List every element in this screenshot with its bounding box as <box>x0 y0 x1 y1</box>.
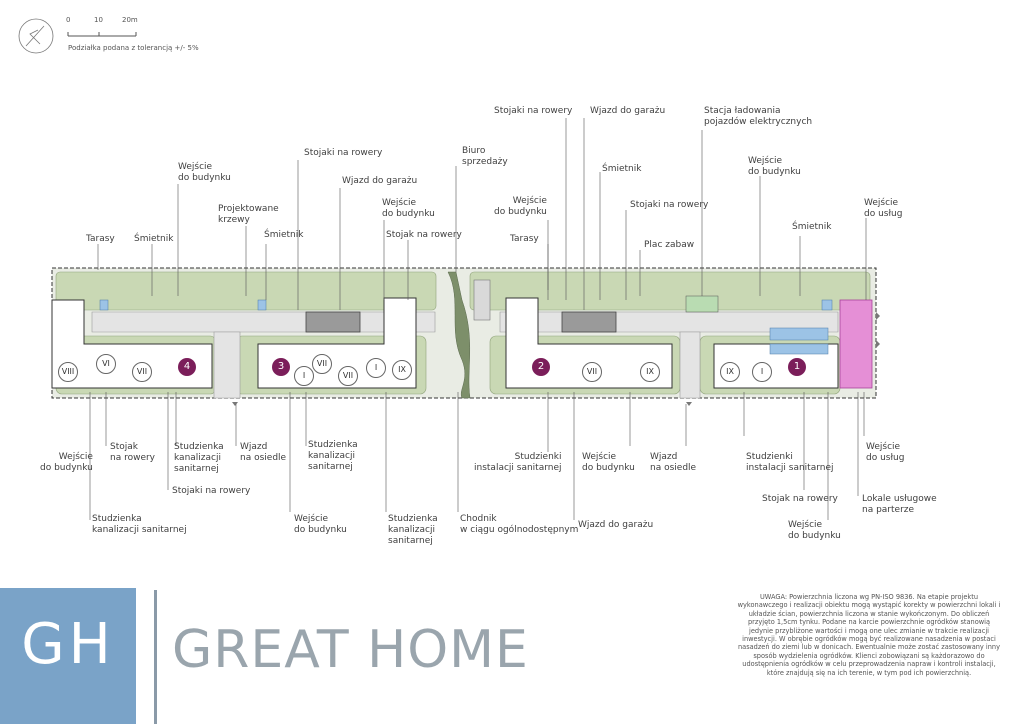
building-number-1: 1 <box>788 358 806 376</box>
label-plac-zabaw: Plac zabaw <box>644 240 695 250</box>
section-marker: I <box>752 362 772 382</box>
label-studzienki-instalacji: Studzienki instalacji sanitarnej <box>746 452 834 473</box>
label-wejscie-do-budynku: Wejście do budynku <box>382 198 435 219</box>
section-marker: VII <box>312 354 332 374</box>
section-marker: I <box>294 366 314 386</box>
section-marker: IX <box>640 362 660 382</box>
label-stojak-na-rowery: Stojak na rowery <box>110 442 156 463</box>
label-studzienka-kanalizacji: Studzienka kanalizacji sanitarnej <box>92 514 187 535</box>
scale-bar <box>67 32 137 37</box>
label-studzienka-kanalizacji: Studzienka kanalizacji sanitarnej <box>174 442 224 474</box>
label-smietnik: Śmietnik <box>134 234 174 244</box>
label-studzienka-kanalizacji: Studzienka kanalizacji sanitarnej <box>388 514 438 546</box>
playground <box>685 295 719 313</box>
label-stojak-na-rowery: Stojak na rowery <box>762 494 838 504</box>
section-marker: VIII <box>58 362 78 382</box>
section-marker: I <box>366 358 386 378</box>
section-marker: IX <box>392 360 412 380</box>
label-smietnik: Śmietnik <box>264 230 304 240</box>
label-wejscie-do-uslug: Wejście do usług <box>866 442 905 463</box>
section-marker: VII <box>132 362 152 382</box>
label-wejscie-do-budynku: Wejście do budynku <box>178 162 231 183</box>
label-wjazd-na-osiedle: Wjazd na osiedle <box>240 442 287 463</box>
label-wejscie-do-budynku: Wejście do budynku <box>40 452 93 473</box>
brand-logo-box <box>0 588 136 724</box>
label-wjazd-do-garazu: Wjazd do garażu <box>578 520 654 530</box>
brand-name: GREAT HOME <box>172 620 529 680</box>
label-chodnik: Chodnik w ciągu ogólnodostępnym <box>460 514 579 535</box>
label-studzienka-kanalizacji: Studzienka kanalizacji sanitarnej <box>308 440 358 472</box>
north-arrow-icon <box>18 18 54 54</box>
label-smietnik: Śmietnik <box>792 222 832 232</box>
label-stojaki-na-rowery: Stojaki na rowery <box>172 486 251 496</box>
label-stojaki-na-rowery: Stojaki na rowery <box>494 106 573 116</box>
scale-tick-0: 0 <box>66 16 71 24</box>
section-marker: VII <box>582 362 602 382</box>
label-wjazd-na-osiedle: Wjazd na osiedle <box>650 452 697 473</box>
label-wejscie-do-budynku: Wejście do budynku <box>494 196 547 217</box>
label-projektowane-krzewy: Projektowane krzewy <box>218 204 279 225</box>
label-studzienki-instalacji: Studzienki instalacji sanitarnej <box>474 452 562 473</box>
garage-ramp-2 <box>561 311 617 333</box>
brand-logo: GH <box>21 612 115 677</box>
building-number-4: 4 <box>178 358 196 376</box>
label-wjazd-do-garazu: Wjazd do garażu <box>590 106 666 116</box>
scale-note: Podziałka podana z tolerancją +/- 5% <box>68 44 199 52</box>
scale-tick-20: 20m <box>122 16 138 24</box>
service-area <box>839 299 873 389</box>
label-stojaki-na-rowery: Stojaki na rowery <box>630 200 709 210</box>
site-plan <box>18 18 880 520</box>
building-number-2: 2 <box>532 358 550 376</box>
label-wejscie-do-budynku: Wejście do budynku <box>582 452 635 473</box>
label-wejscie-do-uslug: Wejście do usług <box>864 198 903 219</box>
garage-ramp-1 <box>305 311 361 333</box>
label-wjazd-do-garazu: Wjazd do garażu <box>342 176 418 186</box>
disclaimer-note: UWAGA: Powierzchnia liczona wg PN-ISO 98… <box>737 593 1001 677</box>
section-marker: VI <box>96 354 116 374</box>
section-marker: IX <box>720 362 740 382</box>
label-biuro-sprzedazy: Biuro sprzedaży <box>462 146 508 167</box>
building-number-3: 3 <box>272 358 290 376</box>
label-smietnik: Śmietnik <box>602 164 642 174</box>
label-wejscie-do-budynku: Wejście do budynku <box>788 520 841 541</box>
label-tarasy: Tarasy <box>510 234 539 244</box>
brand-divider <box>154 590 157 724</box>
label-stacja-ladowania: Stacja ładowania pojazdów elektrycznych <box>704 106 813 127</box>
scale-tick-10: 10 <box>94 16 103 24</box>
label-wejscie-do-budynku: Wejście do budynku <box>294 514 347 535</box>
label-stojaki-na-rowery: Stojaki na rowery <box>304 148 383 158</box>
label-stojak-na-rowery: Stojak na rowery <box>386 230 462 240</box>
label-wejscie-do-budynku: Wejście do budynku <box>748 156 801 177</box>
section-marker: VII <box>338 366 358 386</box>
building-4 <box>51 299 213 389</box>
label-lokale-uslugowe: Lokale usługowe na parterze <box>862 494 937 515</box>
label-tarasy: Tarasy <box>86 234 115 244</box>
